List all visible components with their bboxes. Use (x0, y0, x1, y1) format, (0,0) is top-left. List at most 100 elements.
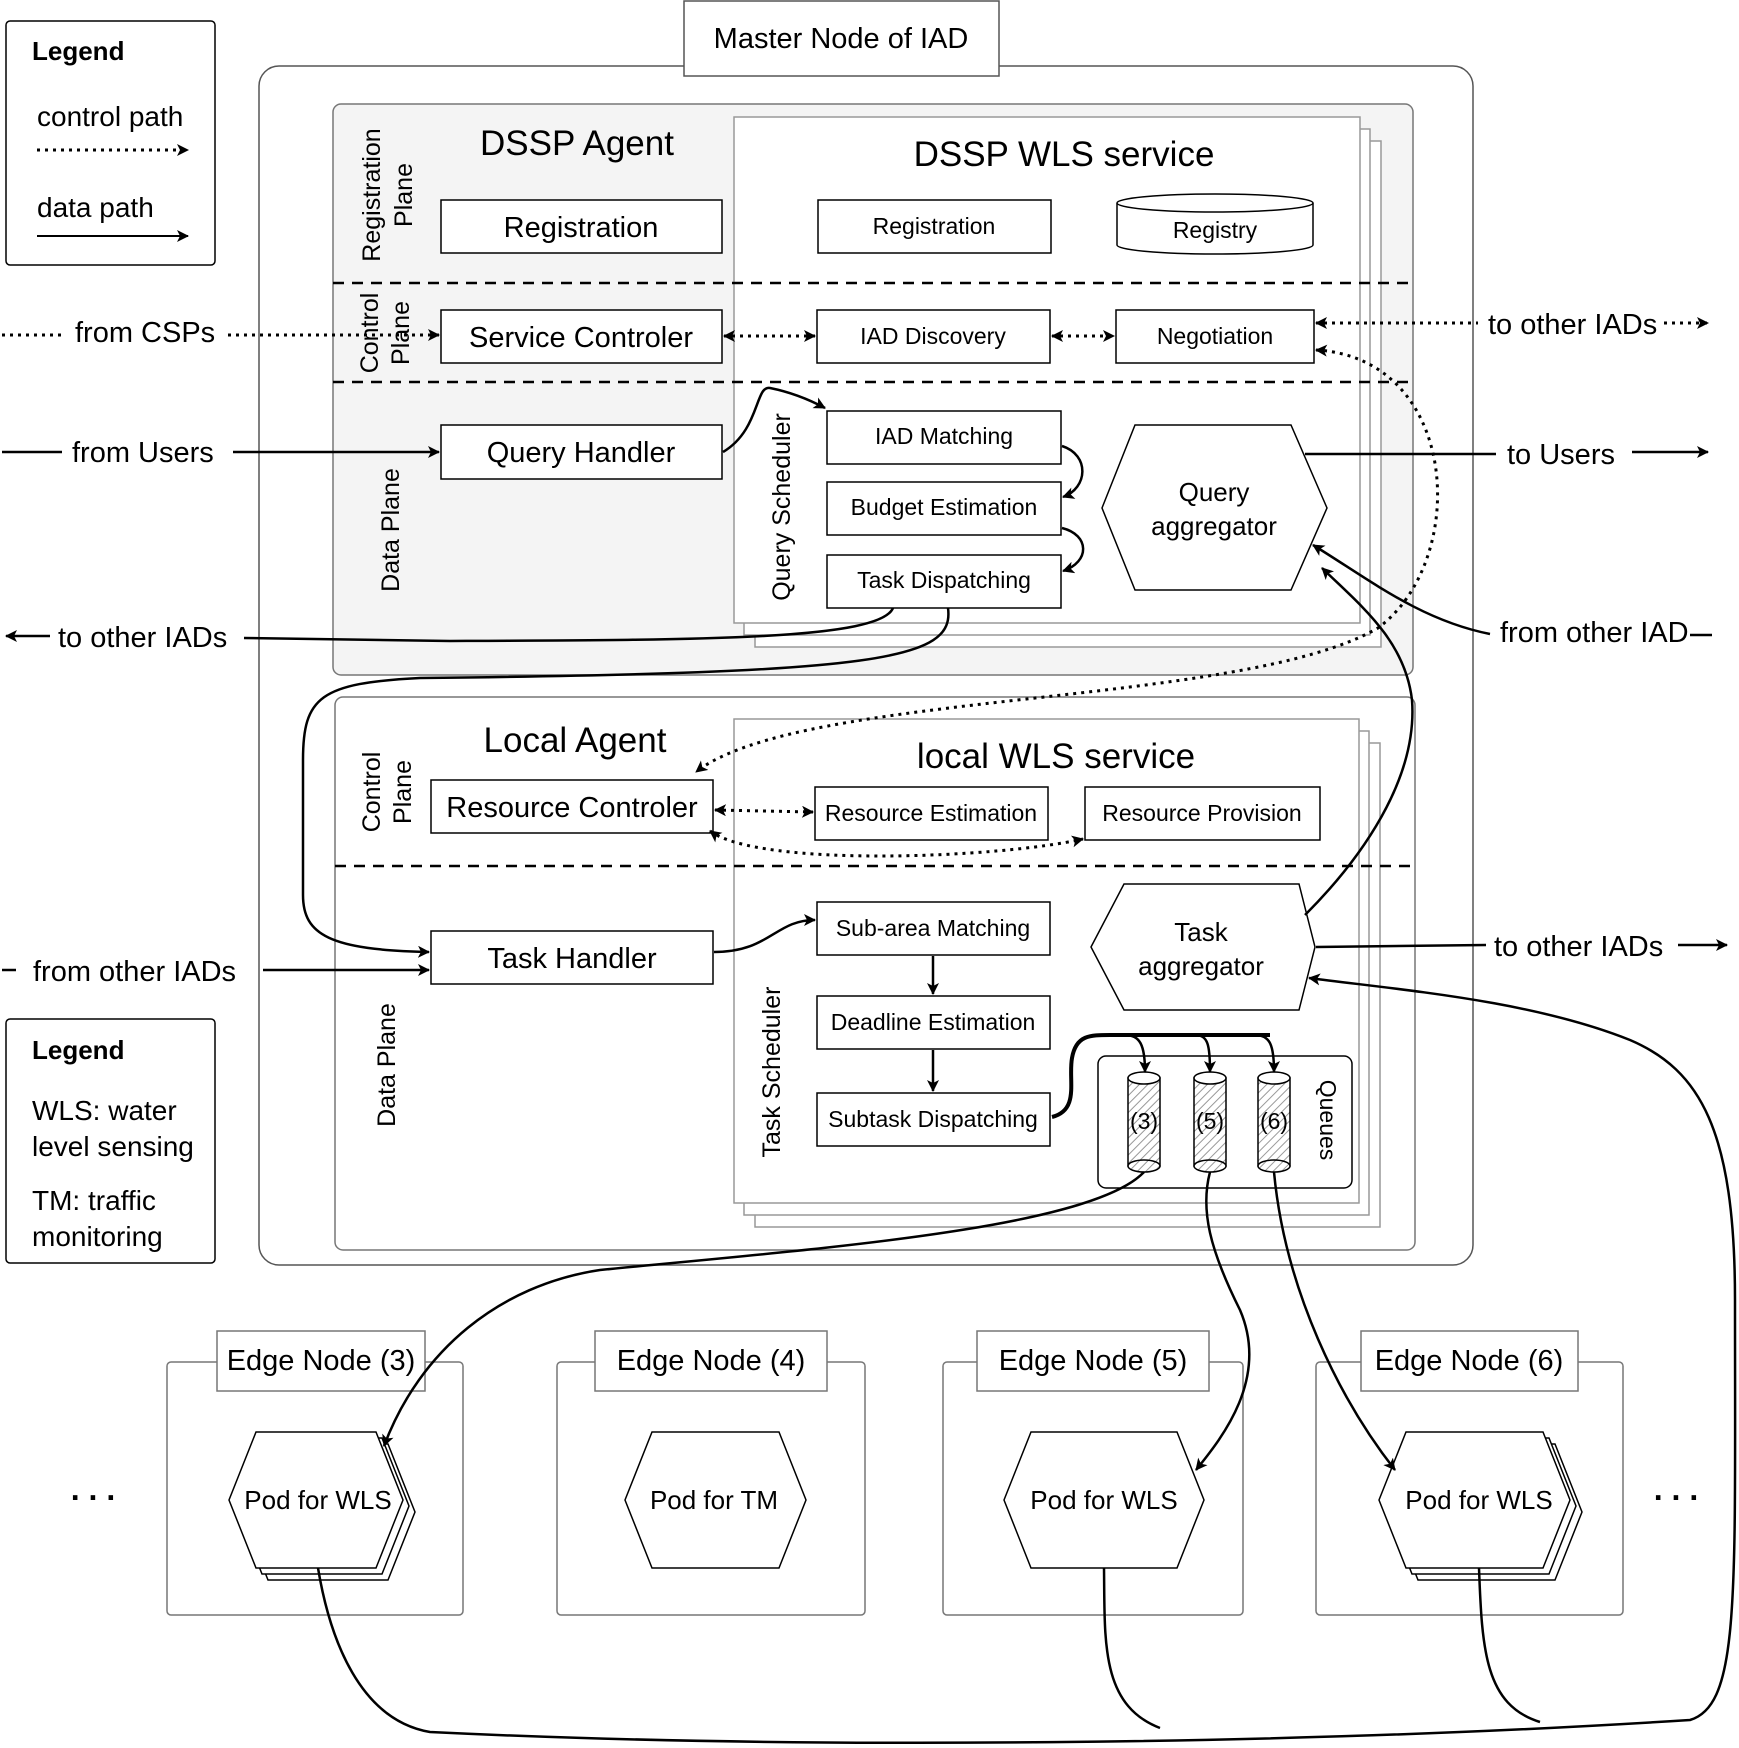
dssp-agent-title: DSSP Agent (480, 124, 674, 163)
queue-5-input (1194, 1033, 1216, 1073)
subtask-dispatching-box: Subtask Dispatching (816, 1092, 1051, 1147)
dssp-control-plane-label: Control Plane (356, 293, 415, 374)
dssp-data-plane-label: Data Plane (377, 468, 405, 592)
to-other-iads-control-label: to other IADs (1488, 309, 1657, 341)
controler-estimation-link (714, 804, 814, 818)
iad-matching-box: IAD Matching (826, 410, 1062, 465)
svg-text:Resource Provision: Resource Provision (1102, 800, 1301, 826)
svg-text:Query Handler: Query Handler (487, 437, 676, 469)
dispatching-to-other-iads (243, 607, 895, 643)
legend-paths-title: Legend (32, 36, 124, 66)
negotiation-resource-controler-link (695, 344, 1440, 774)
edge-node-5-title: Edge Node (5) (999, 1345, 1188, 1377)
legend-control-path-label: control path (37, 101, 183, 132)
svg-text:Budget Estimation: Budget Estimation (851, 494, 1038, 520)
edge-node-5: Edge Node (5) Pod for WLS (942, 1330, 1244, 1616)
legend-tm-line2: monitoring (32, 1221, 163, 1252)
query-aggregator-hexagon: Query aggregator (1101, 424, 1328, 591)
svg-text:IAD Matching: IAD Matching (875, 423, 1013, 449)
svg-text:Registration: Registration (504, 212, 659, 244)
svg-text:Registry: Registry (1173, 217, 1258, 243)
queue-3-to-pod-edge-3 (382, 1171, 1145, 1447)
task-aggregator-to-other-iads (1315, 943, 1487, 949)
svg-text:Subtask Dispatching: Subtask Dispatching (828, 1106, 1038, 1132)
edge-node-4-pod: Pod for TM (650, 1485, 778, 1515)
task-handler-to-subarea (713, 914, 816, 954)
registry-database: Registry (1116, 193, 1314, 255)
query-scheduler-label: Query Scheduler (768, 413, 796, 601)
local-service-title: local WLS service (917, 737, 1195, 776)
queue-5: (5) (1193, 1071, 1227, 1173)
ellipsis-left: . . . (71, 1471, 115, 1507)
svg-text:Task Handler: Task Handler (487, 943, 657, 975)
queues-label: Queues (1315, 1080, 1341, 1161)
legend-wls-line2: level sensing (32, 1131, 194, 1162)
edge-node-4-title: Edge Node (4) (617, 1345, 806, 1377)
svg-text:Negotiation: Negotiation (1157, 323, 1273, 349)
edge-node-5-pod: Pod for WLS (1030, 1485, 1177, 1515)
task-aggregator-to-query-aggregator (1304, 567, 1414, 916)
edge-node-6-title: Edge Node (6) (1375, 1345, 1564, 1377)
local-control-plane-label: Control Plane (358, 752, 417, 833)
service-registration-box: Registration (817, 199, 1052, 254)
from-csps-label: from CSPs (75, 317, 215, 349)
budget-to-task-dispatching (1061, 526, 1085, 574)
edge-node-3-title: Edge Node (3) (227, 1345, 416, 1377)
edge-node-4: Edge Node (4) Pod for TM (556, 1330, 866, 1616)
from-users-label: from Users (72, 437, 214, 469)
svg-text:Service Controler: Service Controler (469, 322, 693, 354)
queue-6: (6) (1257, 1071, 1291, 1173)
data-paths (2, 386, 1737, 1744)
queue-3: (3) (1127, 1071, 1161, 1173)
svg-text:Deadline Estimation: Deadline Estimation (831, 1009, 1036, 1035)
svg-text:(5): (5) (1196, 1108, 1224, 1134)
control-paths (2, 317, 1709, 858)
resource-controler-box: Resource Controler (430, 779, 714, 834)
svg-text:Registration: Registration (358, 128, 386, 261)
dssp-service-title: DSSP WLS service (914, 135, 1215, 174)
pod-edge-5-return (1102, 1567, 1161, 1730)
subarea-matching-box: Sub-area Matching (816, 901, 1051, 956)
svg-text:aggregator: aggregator (1151, 511, 1277, 541)
svg-text:Query: Query (1179, 477, 1250, 507)
svg-text:(6): (6) (1260, 1108, 1288, 1134)
service-controler-box: Service Controler (440, 309, 723, 364)
svg-text:Plane: Plane (389, 760, 417, 824)
legend-abbreviations: Legend WLS: water level sensing TM: traf… (5, 1018, 216, 1264)
master-node-title: Master Node of IAD (714, 23, 969, 55)
legend-paths: Legend control path data path (5, 20, 216, 266)
negotiation-box: Negotiation (1115, 309, 1315, 364)
to-other-iads-query-label: to other IADs (58, 622, 227, 654)
local-data-plane-label: Data Plane (373, 1003, 401, 1127)
pods-return-to-task-aggregator (316, 973, 1737, 1744)
master-node-title-box: Master Node of IAD (683, 0, 1000, 77)
queue-6-to-pod-edge-6 (1272, 1171, 1396, 1471)
legend-abbrev-title: Legend (32, 1035, 124, 1065)
svg-text:Resource Controler: Resource Controler (446, 792, 698, 824)
svg-text:Control: Control (356, 293, 384, 374)
edge-node-6-pod: Pod for WLS (1405, 1485, 1552, 1515)
to-other-iads-task-label: to other IADs (1494, 931, 1663, 963)
iad-matching-to-budget (1061, 444, 1084, 499)
queue-3-input (1124, 1033, 1151, 1073)
svg-text:Resource Estimation: Resource Estimation (825, 800, 1037, 826)
legend-tm-line1: TM: traffic (32, 1185, 156, 1216)
task-handler-box: Task Handler (430, 930, 714, 985)
to-users-label: to Users (1507, 439, 1615, 471)
edge-node-3: Edge Node (3) Pod for WLS (166, 1330, 464, 1616)
legend-data-path-label: data path (37, 192, 154, 223)
svg-text:Control: Control (358, 752, 386, 833)
svg-text:Task: Task (1174, 917, 1228, 947)
agent-registration-box: Registration (440, 199, 723, 254)
subtask-to-queues (1051, 1033, 1270, 1119)
dispatching-to-task-handler (301, 607, 950, 958)
task-aggregator-hexagon: Task aggregator (1090, 883, 1316, 1011)
pod-edge-6-return (1477, 1567, 1541, 1724)
from-other-iad-to-query-aggregator (1312, 543, 1491, 636)
deadline-estimation-box: Deadline Estimation (816, 995, 1051, 1050)
query-handler-box: Query Handler (440, 424, 723, 480)
resource-estimation-box: Resource Estimation (814, 786, 1049, 841)
svg-text:(3): (3) (1130, 1108, 1158, 1134)
dssp-registration-plane-label: Registration Plane (358, 128, 418, 261)
